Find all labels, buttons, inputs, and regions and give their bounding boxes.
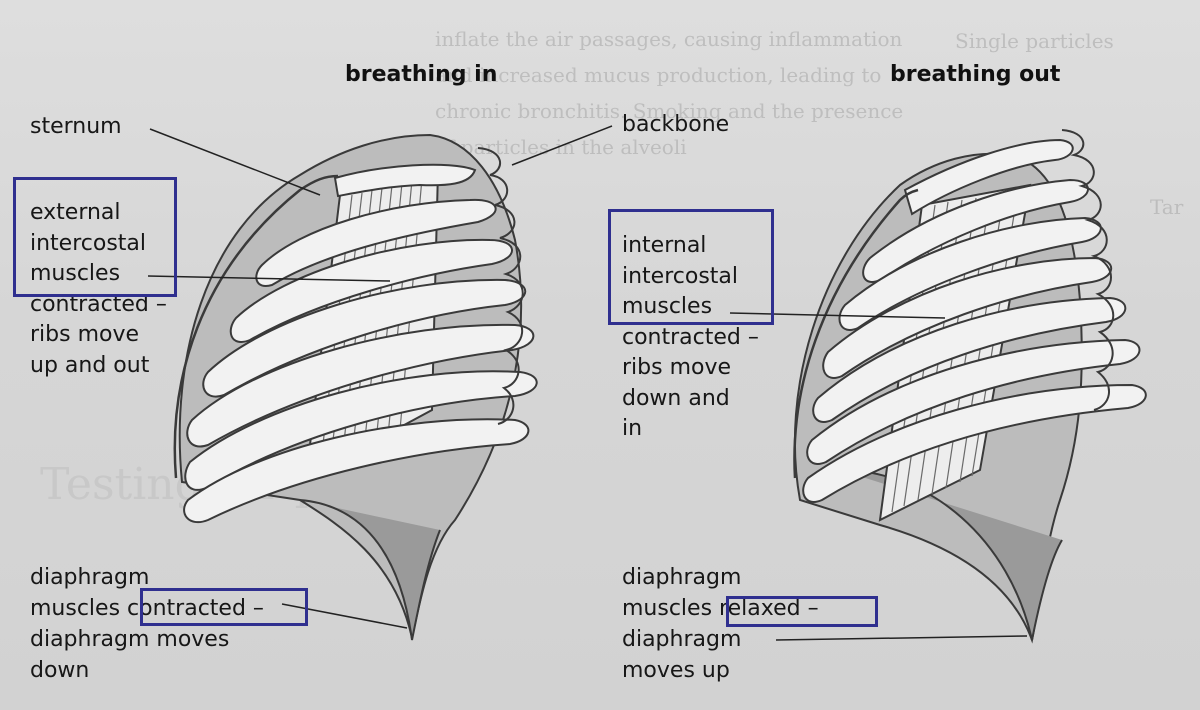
heading-breathing-out: breathing out: [890, 62, 1060, 87]
label-right-muscles-word: muscles: [622, 596, 719, 621]
label-left-diaphragm-line1: diaphragm: [30, 563, 149, 594]
highlight-box-contracted: [140, 588, 308, 626]
highlight-box-external-intercostal: [13, 177, 177, 297]
highlight-box-relaxed: [726, 596, 878, 627]
label-left-muscles-word: muscles: [30, 596, 127, 621]
label-right-diaphragm-line1: diaphragm: [622, 563, 741, 594]
label-right-diaphragm-moves: diaphragm moves up: [622, 625, 741, 686]
heading-breathing-in: breathing in: [345, 62, 497, 87]
right-ribcage: [794, 130, 1145, 640]
left-ribcage: [175, 135, 537, 640]
label-left-diaphragm-moves: diaphragm moves down: [30, 625, 229, 686]
highlight-box-internal-intercostal: [608, 209, 774, 325]
label-sternum: sternum: [30, 112, 122, 143]
label-backbone: backbone: [622, 110, 729, 141]
